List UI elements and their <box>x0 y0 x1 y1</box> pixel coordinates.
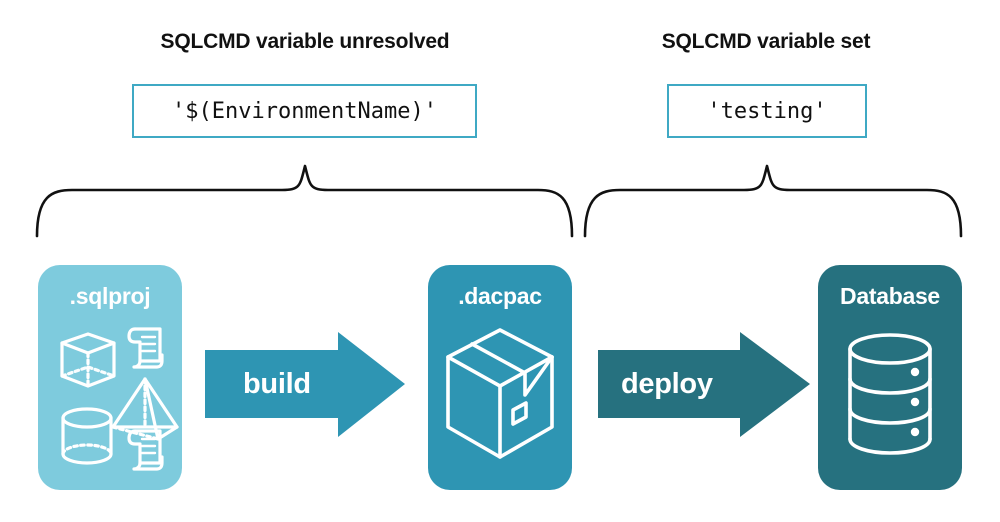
brace-left-icon <box>35 164 574 238</box>
package-box-icon <box>446 328 554 459</box>
artifact-box-dacpac: .dacpac <box>428 265 572 490</box>
arrow-label-deploy: deploy <box>621 368 713 400</box>
database-cylinder-icon <box>848 333 932 455</box>
arrow-build <box>205 332 405 437</box>
brace-right-icon <box>583 164 963 238</box>
project-objects-icon <box>60 327 179 471</box>
heading-sqlcmd-variable-unresolved: SQLCMD variable unresolved <box>160 30 450 53</box>
code-box-resolved-value: 'testing' <box>667 84 867 138</box>
code-box-unresolved-variable: '$(EnvironmentName)' <box>132 84 477 138</box>
arrow-label-build: build <box>243 368 311 400</box>
arrow-deploy <box>598 332 810 437</box>
heading-sqlcmd-variable-set: SQLCMD variable set <box>661 30 871 53</box>
artifact-label-database: Database <box>840 283 940 309</box>
artifact-box-sqlproj: .sqlproj <box>38 265 182 490</box>
artifact-box-database: Database <box>818 265 962 490</box>
artifact-label-sqlproj: .sqlproj <box>69 283 151 309</box>
artifact-label-dacpac: .dacpac <box>458 283 542 309</box>
